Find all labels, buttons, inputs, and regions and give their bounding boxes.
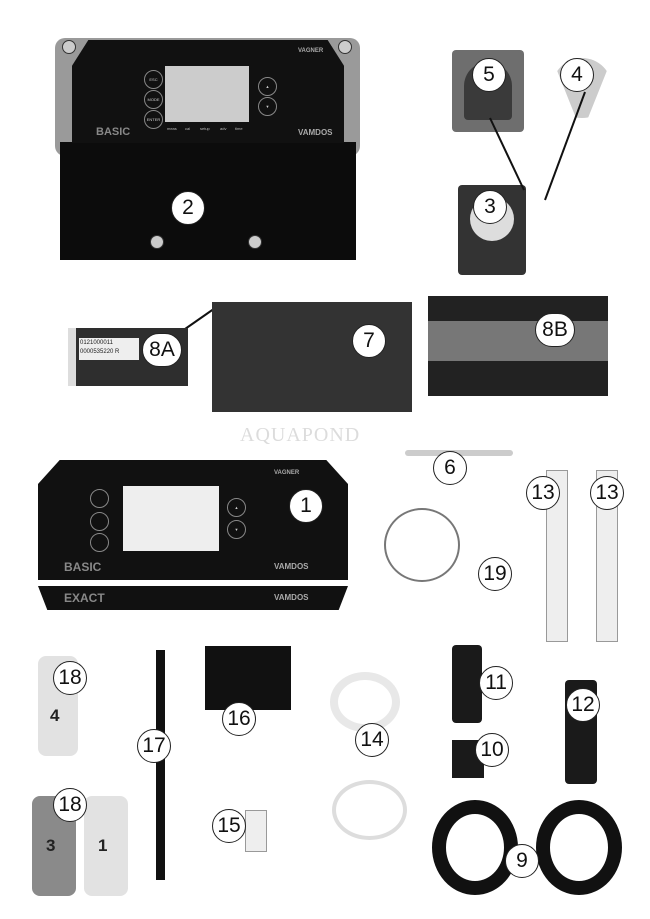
brand-logo: VAGNER [274,470,300,476]
softkey-label: time [235,126,243,131]
callout-19: 19 [478,557,512,591]
watermark: AQUAPOND [240,424,361,446]
main-pcb [212,302,412,412]
callout-8a: 8A [142,333,182,367]
pcb-serial: 0000535220 R [80,349,120,355]
callout-10: 10 [475,733,509,767]
enter-key [90,533,109,552]
mode-key [90,512,109,531]
callout-14: 14 [355,723,389,757]
callout-12: 12 [566,688,600,722]
callout-18: 18 [53,661,87,695]
ph-electrode [546,470,568,642]
model-label: BASIC [96,126,131,138]
callout-16: 16 [222,702,256,736]
esc-key: ESC [144,70,163,89]
model-exact-label: EXACT [64,591,105,605]
pipe-saddle [432,800,518,895]
callout-13: 13 [526,476,560,510]
wall-bracket [205,646,291,710]
up-arrow-icon: ▲ [227,498,246,517]
callout-7: 7 [352,324,386,358]
callout-18: 18 [53,788,87,822]
discharge-tubing [332,780,407,840]
callout-8b: 8B [535,313,575,347]
screw-icon [338,40,352,54]
screw-icon [62,40,76,54]
esc-key [90,489,109,508]
callout-17: 17 [137,729,171,763]
brand-logo: VAMDOS [298,128,333,137]
callout-9: 9 [505,844,539,878]
softkey-label: adv [220,126,227,131]
brand-logo: VAMDOS [274,593,309,602]
pipe-saddle [536,800,622,895]
callout-4: 4 [560,58,594,92]
callout-6: 6 [433,451,467,485]
screw-icon [248,235,262,249]
callout-2: 2 [171,191,205,225]
screw-icon [150,235,164,249]
down-arrow-icon: ▼ [258,97,277,116]
softkey-label: setup [200,126,210,131]
relay-pcb [428,296,608,396]
up-arrow-icon: ▲ [258,77,277,96]
callout-11: 11 [479,666,513,700]
foot-filter [245,810,267,852]
buffer-bottle: 1 [84,796,128,896]
callout-5: 5 [472,58,506,92]
softkey-label: cal [185,126,191,131]
flow-sensor [156,650,165,880]
mode-key: MODE [144,90,163,109]
brand-logo: VAGNER [298,48,324,54]
sensor-cable [384,508,460,582]
pcb-serial: 0121000011 [80,340,113,346]
callout-15: 15 [212,809,246,843]
softkey-label: meas [167,126,177,131]
exact-strip: EXACT VAMDOS [38,586,348,610]
brand-logo: VAMDOS [274,562,309,571]
callout-13: 13 [590,476,624,510]
model-basic-label: BASIC [64,560,102,574]
redox-electrode [596,470,618,642]
callout-1: 1 [289,489,323,523]
callout-3: 3 [473,190,507,224]
front-faceplate: ▲ ▼ BASIC VAGNER VAMDOS [38,460,348,580]
suction-tubing [330,672,400,732]
injection-valve [452,645,482,723]
enter-key: ENTER [144,110,163,129]
down-arrow-icon: ▼ [227,520,246,539]
